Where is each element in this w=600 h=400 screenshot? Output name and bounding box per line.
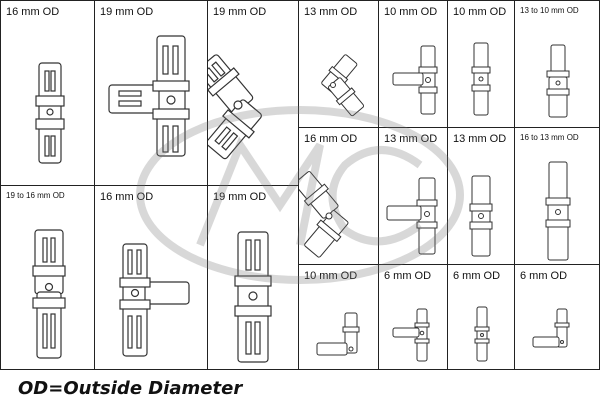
cell-label: 10 mm OD: [453, 6, 507, 18]
elbow-connector-icon: [299, 171, 349, 258]
cell-19mm-tee: 19 mm OD: [94, 0, 208, 186]
cell-label: 13 mm OD: [304, 6, 358, 18]
cell-13mm-tee: 13 mm OD: [378, 127, 448, 265]
elbow-connector-icon: [532, 308, 570, 348]
cell-10mm-elbow: 10 mm OD: [298, 264, 379, 370]
cell-16-to-13mm-reducer: 16 to 13 mm OD: [514, 127, 600, 265]
cell-10mm-straight: 10 mm OD: [447, 0, 515, 128]
cell-19mm-elbow: 19 mm OD: [207, 0, 299, 186]
reducer-connector-icon: [32, 229, 66, 359]
cell-13mm-straight: 13 mm OD: [447, 127, 515, 265]
cell-label: 13 to 10 mm OD: [520, 6, 579, 15]
cell-19-to-16mm-reducer: 19 to 16 mm OD: [0, 185, 95, 370]
cell-label: 6 mm OD: [520, 270, 568, 282]
cell-16mm-straight: 16 mm OD: [0, 0, 95, 186]
cell-6mm-elbow: 6 mm OD: [514, 264, 600, 370]
tee-connector-icon: [386, 177, 438, 255]
cell-13-to-10mm-reducer: 13 to 10 mm OD: [514, 0, 600, 128]
cell-label: 19 mm OD: [100, 6, 154, 18]
cell-label: 19 to 16 mm OD: [6, 191, 65, 200]
straight-connector-icon: [469, 175, 493, 257]
cell-6mm-straight: 6 mm OD: [447, 264, 515, 370]
elbow-connector-icon: [321, 54, 365, 117]
cell-label: 16 mm OD: [6, 6, 60, 18]
tee-connector-icon: [108, 35, 190, 157]
cell-19mm-straight: 19 mm OD: [207, 185, 299, 370]
reducer-connector-icon: [546, 44, 570, 118]
cell-13mm-elbow: 13 mm OD: [298, 0, 379, 128]
cell-16mm-tee: 16 mm OD: [94, 185, 208, 370]
cell-label: 6 mm OD: [384, 270, 432, 282]
catalog-grid: 16 mm OD 19 mm OD: [0, 0, 600, 370]
tee-connector-icon: [392, 308, 430, 362]
cell-label: 16 to 13 mm OD: [520, 133, 579, 142]
cell-label: 13 mm OD: [384, 133, 438, 145]
straight-connector-icon: [471, 42, 491, 116]
tee-connector-icon: [392, 45, 438, 115]
cell-label: 10 mm OD: [304, 270, 358, 282]
cell-6mm-tee: 6 mm OD: [378, 264, 448, 370]
cell-label: 19 mm OD: [213, 191, 267, 203]
straight-connector-icon: [35, 62, 65, 164]
cell-label: 6 mm OD: [453, 270, 501, 282]
cell-16mm-elbow: 16 mm OD: [298, 127, 379, 265]
cell-label: 16 mm OD: [100, 191, 154, 203]
straight-connector-icon: [474, 306, 490, 362]
cell-label: 13 mm OD: [453, 133, 507, 145]
reducer-connector-icon: [545, 161, 571, 261]
elbow-connector-icon: [208, 54, 262, 160]
cell-10mm-tee: 10 mm OD: [378, 0, 448, 128]
footer-note: OD=Outside Diameter: [18, 378, 243, 399]
straight-connector-icon: [234, 231, 272, 363]
cell-label: 10 mm OD: [384, 6, 438, 18]
elbow-connector-icon: [316, 312, 360, 356]
tee-connector-icon: [119, 243, 190, 357]
cell-label: 19 mm OD: [213, 6, 267, 18]
cell-label: 16 mm OD: [304, 133, 358, 145]
